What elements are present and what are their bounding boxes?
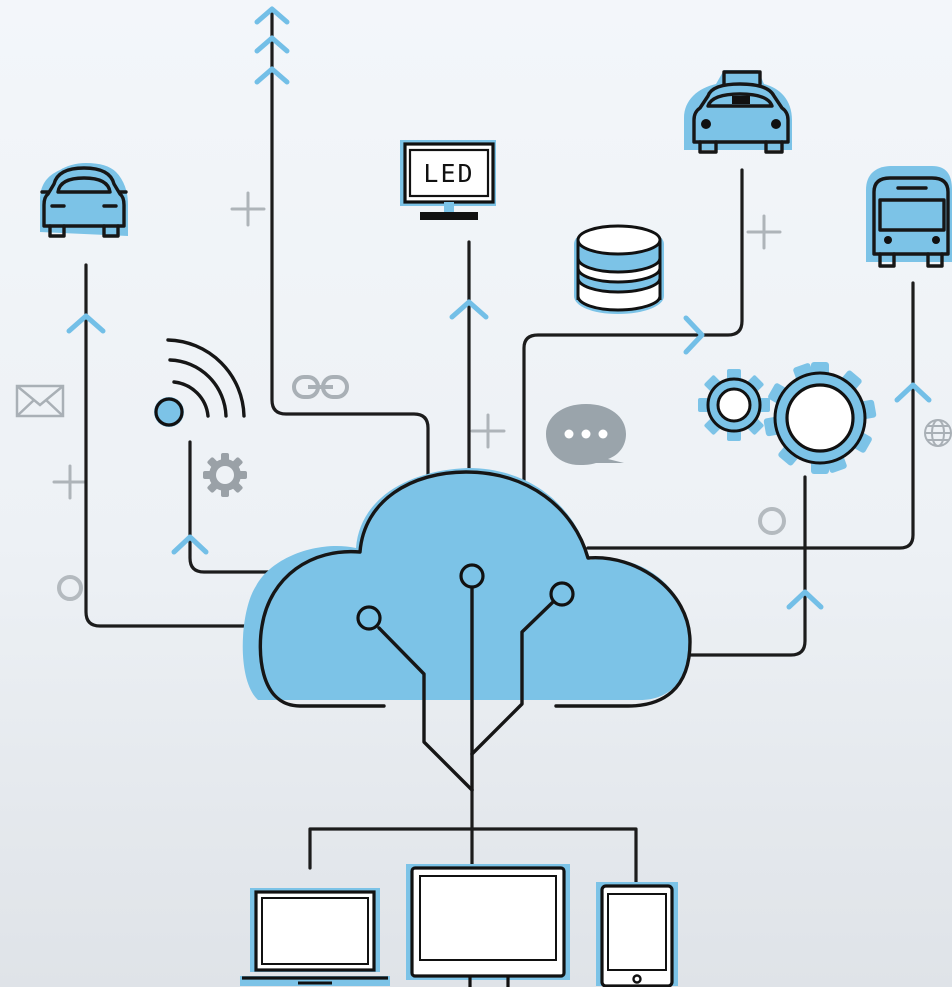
laptop-icon: [240, 888, 390, 986]
led-label: LED: [423, 159, 474, 188]
gears-icon: [698, 362, 877, 474]
car-icon: [40, 163, 128, 238]
taxi-icon: [684, 70, 792, 154]
mail-icon: [15, 384, 65, 418]
chat-bubble-icon: [546, 404, 626, 465]
connector-lines: [84, 10, 915, 886]
bus-icon: [866, 166, 952, 268]
desktop-monitor-icon: [406, 864, 570, 987]
globe-icon: [924, 419, 952, 447]
link-icon: [292, 375, 349, 399]
decor-plus-icons: [52, 191, 782, 500]
led-monitor-icon: LED: [400, 140, 496, 220]
tablet-icon: [596, 882, 678, 987]
decor-circle-icons: [57, 507, 786, 601]
arrow-chevrons: [66, 6, 932, 610]
cloud-icon: [242, 468, 692, 792]
database-icon: [574, 224, 664, 314]
small-gear-icon: [203, 453, 247, 497]
wifi-icon: [154, 338, 246, 427]
